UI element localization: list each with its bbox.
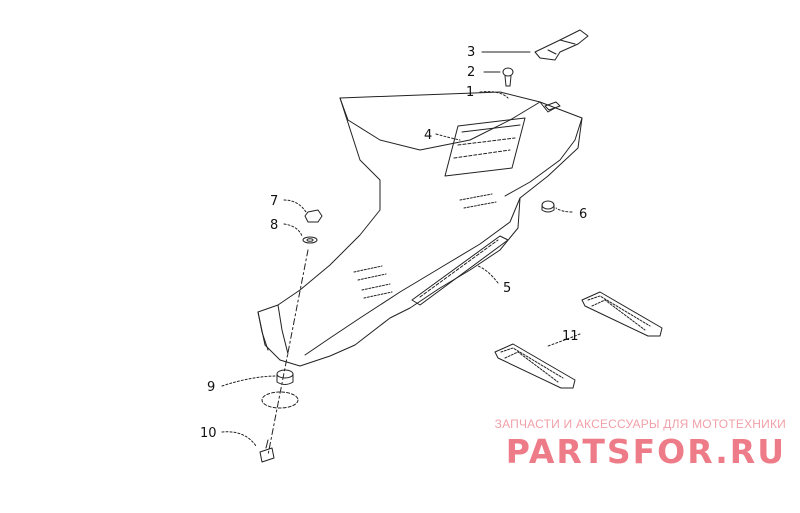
spacer-part-9 — [276, 369, 294, 385]
wear-strip-part — [411, 235, 509, 306]
callout-10: 10 — [200, 426, 217, 441]
decal-part — [444, 117, 526, 177]
screw-part-2 — [502, 67, 514, 87]
callout-1: 1 — [466, 85, 474, 100]
callout-8: 8 — [270, 218, 278, 233]
bolt-centerline — [267, 249, 309, 456]
leader-lines — [221, 51, 581, 447]
grommet-part-6 — [541, 200, 555, 213]
callout-9: 9 — [207, 380, 215, 395]
callout-7: 7 — [270, 194, 278, 209]
callout-6: 6 — [579, 207, 587, 222]
callout-5: 5 — [503, 281, 511, 296]
callout-3: 3 — [467, 45, 475, 60]
hole-ellipse — [261, 391, 299, 409]
callout-2: 2 — [467, 65, 475, 80]
bolt-part-10 — [259, 439, 275, 463]
watermark-logo: PARTSFOR.RU — [505, 432, 786, 471]
traction-strip-lower — [494, 343, 576, 389]
bracket-part-3 — [534, 29, 589, 61]
nut-part-7 — [304, 209, 323, 223]
skid-plate-part — [257, 91, 583, 367]
washer-part-8 — [302, 236, 318, 244]
plate-slots — [353, 193, 497, 299]
callout-11: 11 — [562, 329, 579, 344]
callout-4: 4 — [424, 128, 432, 143]
traction-strip-upper — [581, 291, 663, 337]
watermark-subtitle: ЗАПЧАСТИ И АКСЕССУАРЫ ДЛЯ МОТОТЕХНИКИ — [494, 417, 786, 431]
